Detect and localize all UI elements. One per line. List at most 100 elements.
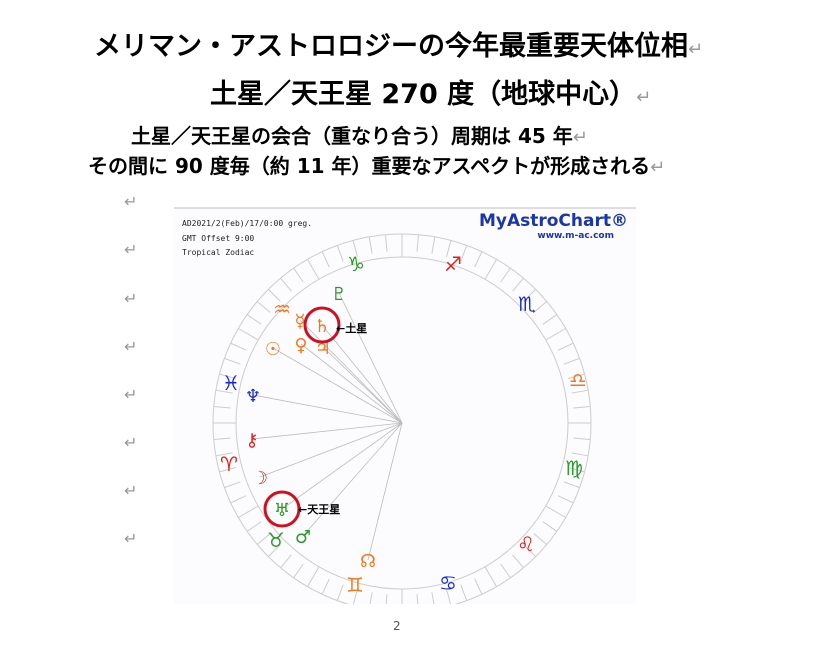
- degree-tick: [246, 521, 262, 532]
- zodiac-sign-glyph: ♈: [220, 452, 238, 476]
- mercury-glyph: ☿: [294, 311, 305, 332]
- return-mark: ↵: [124, 433, 138, 452]
- subtitle-line-2: その間に 90 度毎（約 11 年）重要なアスペクトが形成される↵: [88, 150, 665, 179]
- uranus-glyph: ♅: [274, 500, 290, 521]
- degree-tick: [500, 563, 511, 579]
- degree-tick: [568, 467, 585, 473]
- title-line-2: 土星／天王星 270 度（地球中心）↵: [210, 72, 651, 111]
- uranus-label: ←天王星: [298, 503, 341, 516]
- return-mark: ↵: [636, 87, 652, 108]
- degree-tick: [256, 301, 271, 313]
- sign-divider: [307, 566, 320, 587]
- degree-tick: [523, 289, 536, 302]
- degree-tick: [542, 521, 558, 532]
- degree-tick: [573, 437, 591, 440]
- zodiac-sign-glyph: ♉: [267, 528, 285, 552]
- sign-divider: [484, 566, 497, 587]
- zodiac-sign-glyph: ♒: [273, 297, 291, 321]
- degree-tick: [460, 584, 468, 601]
- return-mark: ↵: [688, 39, 704, 60]
- zodiac-sign-glyph: ♌: [517, 532, 535, 556]
- astro-chart-image: AD2021/2(Feb)/17/0:00 greg. GMT Offset 9…: [174, 207, 636, 604]
- chiron-glyph: ⚷: [245, 430, 258, 451]
- degree-tick: [533, 533, 548, 545]
- degree-tick: [213, 437, 231, 440]
- chart-date: AD2021/2(Feb)/17/0:00 greg.: [182, 219, 313, 228]
- aspect-line: [272, 347, 403, 424]
- aspect-line: [251, 422, 403, 440]
- aspect-line: [299, 319, 403, 424]
- mars-glyph: ♂: [295, 527, 311, 548]
- degree-tick: [280, 277, 292, 292]
- degree-tick: [446, 589, 452, 604]
- subtitle-line-1: 土星／天王星の会合（重なり合う）周期は 45 年↵: [131, 120, 588, 149]
- degree-tick: [474, 578, 483, 595]
- saturn-label: ←土星: [336, 322, 368, 335]
- return-mark: ↵: [124, 529, 138, 548]
- chart-gmt-offset: GMT Offset 9:00: [182, 234, 255, 243]
- degree-tick: [573, 406, 591, 409]
- degree-tick: [336, 584, 344, 601]
- neptune-glyph: ♆: [245, 386, 261, 407]
- logo-url: www.m-ac.com: [537, 231, 614, 241]
- degree-tick: [224, 357, 241, 365]
- degree-tick: [256, 533, 271, 545]
- sign-divider: [484, 259, 497, 280]
- zodiac-sign-glyph: ♊: [346, 573, 364, 597]
- title-text: メリマン・アストロロジーの今年最重要天体位相: [94, 31, 688, 62]
- zodiac-sign-glyph: ♑: [347, 252, 365, 276]
- subtitle-text: その間に 90 度毎（約 11 年）重要なアスペクトが形成される: [88, 154, 651, 178]
- degree-tick: [446, 240, 452, 257]
- degree-tick: [416, 594, 419, 604]
- degree-tick: [542, 314, 558, 325]
- aspect-line: [252, 394, 403, 424]
- degree-tick: [571, 452, 589, 457]
- chart-zodiac: Tropical Zodiac: [182, 248, 255, 257]
- aspect-line: [302, 422, 403, 537]
- return-mark: ↵: [124, 289, 138, 308]
- degree-tick: [213, 406, 231, 409]
- degree-tick: [563, 481, 580, 489]
- aspect-line: [281, 422, 403, 510]
- moon-glyph: ☽: [252, 468, 268, 489]
- degree-tick: [431, 236, 436, 254]
- degree-tick: [385, 594, 388, 604]
- return-mark: ↵: [124, 337, 138, 356]
- degree-tick: [268, 544, 281, 557]
- degree-tick: [431, 592, 435, 604]
- degree-tick: [568, 373, 585, 379]
- degree-tick: [369, 592, 373, 604]
- degree-tick: [219, 373, 236, 379]
- degree-tick: [352, 240, 358, 257]
- degree-tick: [336, 245, 344, 262]
- jupiter-glyph: ♃: [315, 338, 331, 359]
- sign-divider: [238, 505, 259, 518]
- degree-tick: [563, 357, 580, 365]
- zodiac-sign-glyph: ♋: [439, 571, 457, 595]
- degree-tick: [385, 234, 388, 252]
- degree-tick: [460, 245, 468, 262]
- uranus-highlight-circle: [263, 490, 301, 528]
- aspect-line: [321, 324, 403, 424]
- degree-tick: [557, 495, 574, 504]
- degree-tick: [474, 251, 483, 268]
- aspect-line: [300, 343, 403, 424]
- degree-tick: [293, 267, 304, 283]
- aspect-line: [367, 422, 403, 561]
- logo-text: MyAstroChart®: [478, 211, 628, 231]
- node-glyph: ☊: [360, 551, 376, 572]
- degree-tick: [352, 589, 358, 604]
- zodiac-sign-glyph: ♍: [565, 456, 583, 480]
- degree-tick: [368, 236, 373, 254]
- degree-tick: [321, 251, 330, 268]
- degree-tick: [219, 467, 236, 473]
- sun-glyph: ☉: [265, 339, 281, 360]
- myastrochart-logo: MyAstroChart® www.m-ac.com: [479, 211, 628, 241]
- degree-tick: [533, 301, 548, 313]
- degree-tick: [268, 289, 281, 302]
- sign-divider: [307, 259, 320, 280]
- title-text: 土星／天王星 270 度（地球中心）: [210, 79, 637, 110]
- degree-tick: [224, 481, 241, 489]
- sign-divider: [545, 505, 566, 518]
- pluto-glyph: ♇: [331, 284, 347, 305]
